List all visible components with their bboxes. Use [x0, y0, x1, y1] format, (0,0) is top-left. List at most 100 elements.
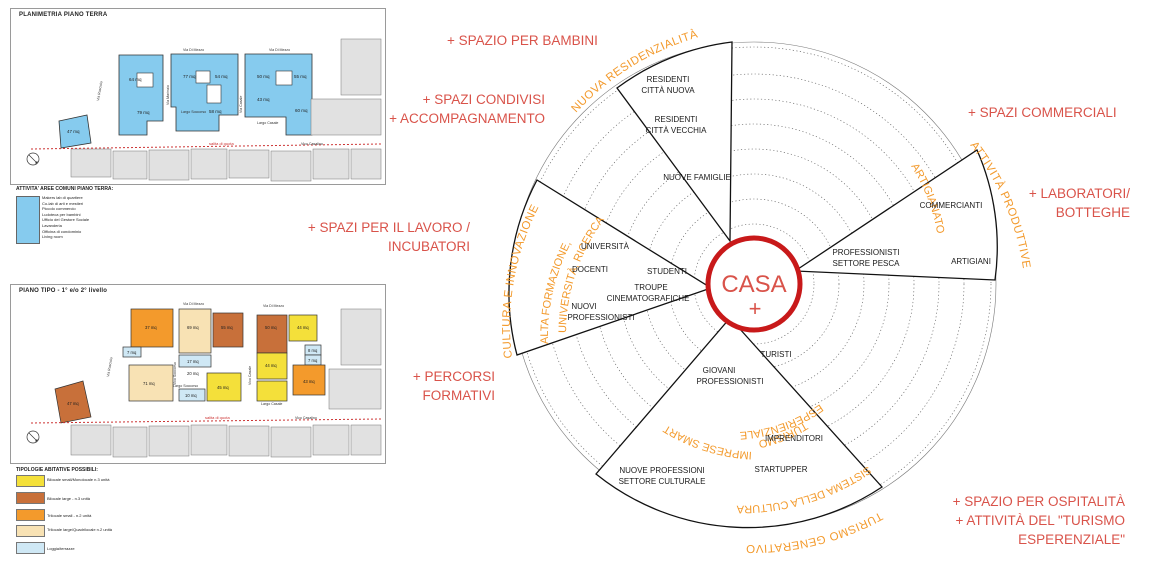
unit-label: 47 mq — [67, 129, 80, 134]
label-giovani-professionisti: PROFESSIONISTI — [696, 377, 763, 386]
segment-labels: RESIDENTI CITTÀ NUOVA RESIDENTI CITTÀ VE… — [567, 75, 990, 486]
street-label: Largo Casale — [261, 402, 282, 406]
unit-label: 44 mq — [265, 363, 277, 368]
label-artigiani: ARTIGIANI — [951, 257, 991, 266]
label-citta-vecchia: CITTÀ VECCHIA — [646, 126, 708, 135]
unit-label: 55 mq — [221, 325, 233, 330]
street-label: Via Casale — [239, 96, 243, 113]
housing-types-legend-title: TIPOLOGIE ABITATIVE POSSIBILI: — [16, 467, 98, 473]
callout-line: + LABORATORI/ — [1028, 186, 1130, 201]
label-professionisti-pesca: PROFESSIONISTI — [832, 248, 899, 257]
label-settore-culturale: SETTORE CULTURALE — [619, 477, 706, 486]
sector-cultura-innovazione — [508, 179, 713, 356]
callout-line: FORMATIVI — [422, 388, 496, 403]
unit-label: 20 mq — [187, 371, 199, 376]
callout-line: + PERCORSI — [412, 369, 495, 384]
legend-item: Makers lab di quartiere — [42, 195, 83, 200]
unit-label: 60 mq — [295, 108, 308, 113]
unit-label: 55 mq — [294, 74, 307, 79]
street-label: Via Marinaio — [166, 85, 170, 105]
unit-label: 7 mq — [308, 358, 318, 363]
label-studenti: STUDENTI — [647, 267, 687, 276]
legend-item: Ufficio del Gestore Sociale — [42, 217, 90, 223]
quota-label: salita di quota — [205, 415, 230, 420]
street-label: Via Di Mezzo — [183, 48, 204, 52]
callout-ospitalita: + SPAZIO PER OSPITALITÀ + ATTIVITÀ DEL "… — [930, 492, 1125, 549]
unit-label: 37 mq — [145, 325, 157, 330]
label-nuovi-professionisti: PROFESSIONISTI — [567, 313, 634, 322]
unit-labels: 37 mq 69 mq 55 mq 50 mq 44 mq 7 mq 17 mq… — [67, 325, 318, 406]
label-citta-nuova: CITTÀ NUOVA — [641, 86, 695, 95]
block-c — [244, 53, 313, 136]
unit-label: 54 mq — [215, 74, 228, 79]
swatch-loggia — [16, 542, 45, 554]
street-label: Vico Casale — [248, 366, 252, 385]
unit-label: 43 mq — [257, 97, 270, 102]
plan-title: PLANIMETRIA PIANO TERRA — [19, 12, 108, 18]
sector-attivita-produttive — [792, 149, 998, 281]
label-imprenditori: IMPRENDITORI — [765, 434, 823, 443]
callout-spazi-lavoro: + SPAZI PER IL LAVORO / INCUBATORI — [292, 218, 470, 256]
label-settore-pesca: SETTORE PESCA — [833, 259, 901, 268]
callout-line: + SPAZI PER IL LAVORO / — [307, 220, 470, 235]
swatch-trilocale-large — [16, 525, 45, 537]
sectors — [508, 41, 998, 529]
callout-line: INCUBATORI — [387, 239, 470, 254]
legend-item: Piccolo commercio — [42, 206, 76, 212]
plan-title: PIANO TIPO - 1° e/o 2° livello — [19, 288, 108, 294]
legend-item: Bilocale small/Monolocale n.3 unità — [47, 477, 110, 482]
unit-label: 8 mq — [308, 348, 318, 353]
unit-label: 44 mq — [297, 325, 309, 330]
unit-label: 64 mq — [129, 77, 142, 82]
label-giovani: GIOVANI — [703, 366, 736, 375]
typical-floor-plan: PIANO TIPO - 1° e/o 2° livello — [10, 284, 386, 464]
legend-item: Ludoteca per bambini — [42, 211, 81, 217]
typical-floor-drawing: 37 mq 69 mq 55 mq 50 mq 44 mq 7 mq 17 mq… — [26, 302, 382, 458]
unit-label: 50 mq — [265, 325, 277, 330]
unit-label: 50 mq — [257, 74, 270, 79]
block-d — [58, 114, 92, 149]
label-startupper: STARTUPPER — [754, 465, 807, 474]
callout-percorsi-formativi: + PERCORSI FORMATIVI — [380, 367, 495, 405]
unit-label: 71 mq — [143, 381, 155, 386]
label-troupe: TROUPE — [634, 283, 667, 292]
swatch-trilocale-small — [16, 509, 45, 521]
callout-line: + SPAZIO PER OSPITALITÀ — [952, 494, 1125, 509]
unit-label: 58 mq — [209, 109, 222, 114]
casa-plus-label: + — [749, 296, 762, 321]
unit-label: 10 mq — [185, 393, 197, 398]
common-areas-legend-title: ATTIVITA' AREE COMUNI PIANO TERRA: — [16, 186, 114, 192]
street-label: Via Di Mezzo — [269, 48, 290, 52]
unit-label: 47 mq — [67, 401, 79, 406]
callout-laboratori-botteghe: + LABORATORI/ BOTTEGHE — [1000, 184, 1130, 222]
unit-label: 69 mq — [187, 325, 199, 330]
unit-label: 77 mq — [183, 74, 196, 79]
swatch-bilocale-large — [16, 492, 45, 504]
street-label: Vico Casalino — [301, 142, 323, 146]
callout-line: + ATTIVITÀ DEL "TURISMO — [955, 513, 1125, 528]
legend-item: Trilocale large/Quadrilocale n.2 unità — [47, 527, 112, 532]
casa-center-label: CASA — [721, 271, 786, 298]
sector-turismo-generativo — [595, 317, 883, 529]
callout-spazio-bambini: + SPAZIO PER BAMBINI — [447, 33, 598, 48]
label-nuove-professioni: NUOVE PROFESSIONI — [619, 466, 704, 475]
ground-floor-drawing: 64 mq 77 mq 54 mq 50 mq 55 mq 79 mq 58 m… — [26, 38, 382, 182]
sector-nuova-residenzialita — [616, 41, 733, 243]
unit-label: 7 mq — [127, 350, 137, 355]
callout-line: + ACCOMPAGNAMENTO — [389, 111, 545, 126]
callout-line: + SPAZI CONDIVISI — [422, 92, 545, 107]
street-labels: Via Di Mezzo Via Di Mezzo Via Rusciolo V… — [106, 302, 317, 420]
street-label: Vico Soccorso — [173, 362, 177, 385]
label-cinematografiche: CINEMATOGRAFICHE — [607, 294, 690, 303]
street-label: Via Rusciolo — [96, 81, 103, 101]
legend-item: Lavanderia — [42, 222, 62, 228]
street-label: Largo Soccorso — [173, 384, 198, 388]
callout-spazi-commerciali: + SPAZI COMMERCIALI — [968, 105, 1117, 120]
ground-floor-plan: PLANIMETRIA PIANO TERRA — [10, 8, 386, 185]
callout-spazi-condivisi: + SPAZI CONDIVISI + ACCOMPAGNAMENTO — [380, 90, 545, 128]
block-b — [170, 53, 239, 132]
label-nuovi: NUOVI — [571, 302, 596, 311]
unit-label: 17 mq — [187, 359, 199, 364]
street-label: Vico Casalino — [295, 416, 317, 420]
